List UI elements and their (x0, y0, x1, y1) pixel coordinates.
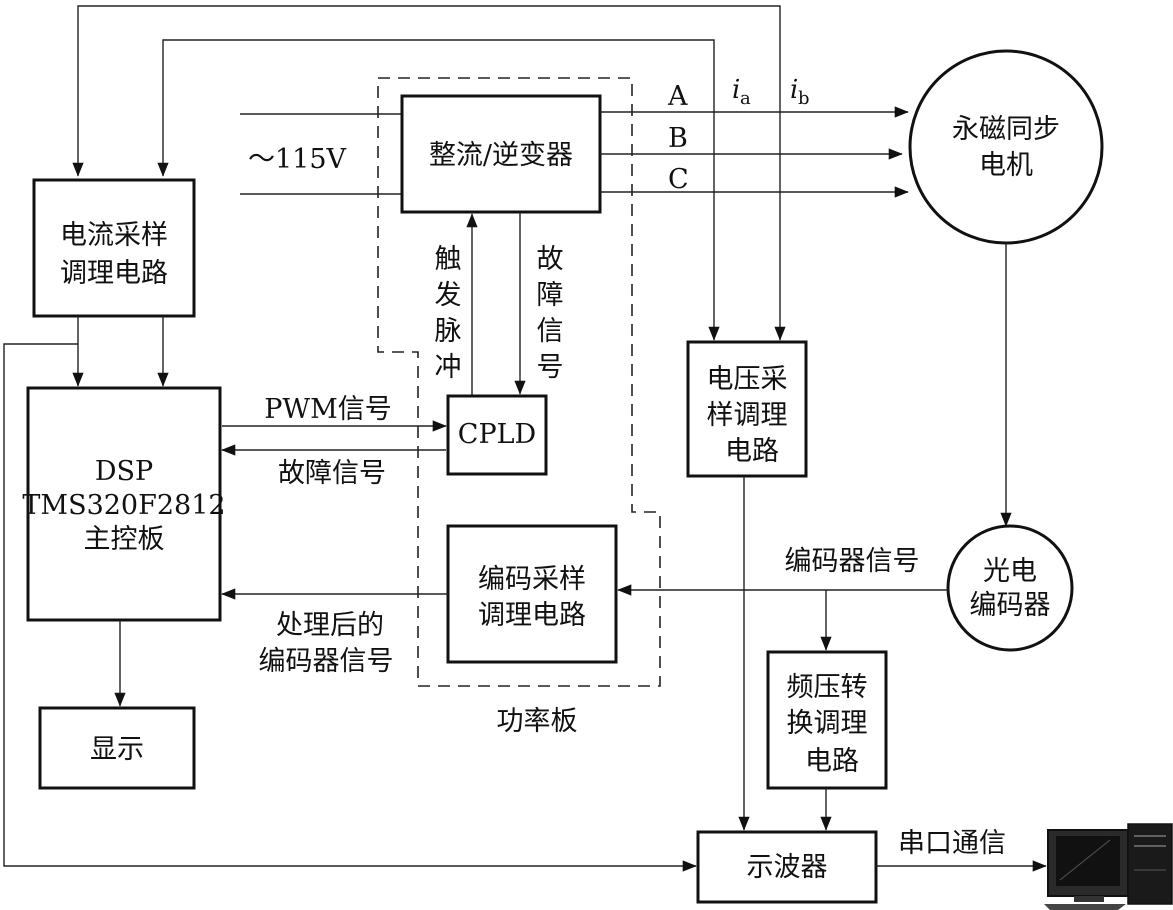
encoder-sampling-label-line2: 调理电路 (478, 600, 586, 631)
fault-vertical-char-4: 号 (537, 352, 564, 383)
dsp-label-line2: TMS320F2812 (22, 490, 225, 521)
cpld-box (446, 394, 548, 476)
voltage-sampling-label-line2: 样调理 (707, 400, 788, 431)
dsp-label-line1: DSP (95, 456, 153, 487)
voltage-sampling-label-line1: 电压采 (707, 364, 788, 395)
serial-comm-label: 串口通信 (898, 828, 1006, 859)
phase-b-label: B (668, 123, 688, 154)
fault-vertical-char-2: 障 (537, 280, 564, 311)
fault-signal-label: 故障信号 (278, 458, 386, 489)
pmsm-motor-label-line1: 永磁同步 (952, 114, 1060, 145)
cpld-label: CPLD (458, 419, 536, 450)
optical-encoder-label-line2: 编码器 (970, 590, 1051, 621)
freq-volt-label-line3: 电路 (805, 746, 859, 777)
processed-encoder-label-line1: 处理后的 (276, 610, 384, 641)
freq-volt-label-line1: 频压转 (787, 672, 868, 703)
freq-volt-label-line2: 换调理 (787, 708, 868, 739)
ib-label: i (790, 75, 798, 105)
fault-vertical-char-3: 信 (537, 316, 564, 347)
ia-label: i (732, 75, 740, 105)
optical-encoder-label-line1: 光电 (983, 556, 1037, 587)
ib-subscript: b (798, 88, 810, 109)
voltage-sampling-label-line3: 电路 (725, 436, 779, 467)
trigger-pulse-char-2: 发 (435, 280, 462, 311)
current-sampling-box (32, 178, 196, 318)
phase-c-label: C (668, 164, 689, 195)
pmsm-motor-circle (908, 49, 1104, 245)
pmsm-motor-label-line2: 电机 (979, 150, 1033, 181)
current-sampling-label-line2: 调理电路 (60, 258, 168, 289)
pwm-signal-label: PWM信号 (264, 394, 392, 425)
supply-label: ～115V (248, 144, 347, 175)
fault-vertical-char-1: 故 (537, 244, 564, 275)
encoder-sampling-box (446, 524, 618, 664)
trigger-pulse-char-3: 脉 (435, 316, 462, 347)
line-ib-to-current-sampling (72, 5, 781, 177)
encoder-sampling-label-line1: 编码采样 (478, 564, 586, 595)
display-box (38, 706, 196, 790)
oscilloscope-box (696, 830, 878, 904)
phase-a-label: A (667, 81, 688, 112)
optical-encoder-circle (946, 524, 1074, 652)
encoder-signal-label: 编码器信号 (785, 546, 920, 577)
power-board-label: 功率板 (497, 706, 578, 737)
current-signal-to-oscilloscope-line (3, 343, 697, 872)
dsp-board-box (26, 386, 222, 622)
computer-icon (1044, 823, 1173, 910)
line-ia-to-current-sampling (157, 39, 715, 177)
voltage-sampling-box (686, 340, 808, 478)
rectifier-inverter-label: 整流/逆变器 (429, 140, 573, 171)
freq-volt-box (766, 650, 888, 790)
current-sampling-label-line1: 电流采样 (60, 220, 168, 251)
oscilloscope-label: 示波器 (747, 852, 828, 883)
rectifier-inverter-box (400, 94, 602, 214)
dsp-label-line3: 主控板 (84, 524, 165, 555)
trigger-pulse-char-1: 触 (435, 244, 462, 275)
processed-encoder-label-line2: 编码器信号 (259, 646, 394, 677)
trigger-pulse-char-4: 冲 (435, 352, 462, 383)
power-board-outline (377, 77, 661, 687)
display-label: 显示 (90, 734, 144, 765)
ia-subscript: a (740, 88, 751, 109)
